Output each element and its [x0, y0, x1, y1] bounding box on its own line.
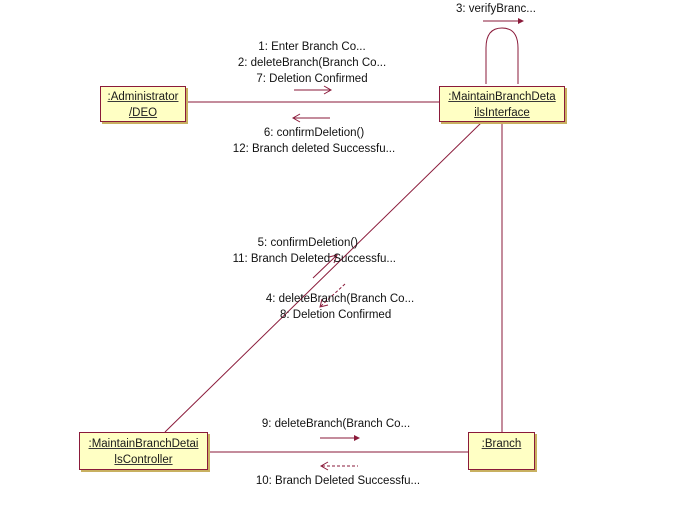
message-11: 11: Branch Deleted Successfu... — [232, 253, 396, 265]
message-9: 9: deleteBranch(Branch Co... — [261, 418, 411, 430]
message-8: 8: Deletion Confirmed — [280, 309, 392, 321]
message-12: 12: Branch deleted Successfu... — [232, 143, 396, 155]
arrow-interface-to-admin — [291, 113, 330, 123]
interface-name-line1: :MaintainBranchDeta — [448, 91, 556, 103]
branch-object[interactable]: :Branch — [468, 432, 535, 470]
message-5: 5: confirmDeletion() — [257, 237, 358, 249]
controller-name-line1: :MaintainBranchDetai — [88, 438, 199, 450]
message-6: 6: confirmDeletion() — [263, 127, 365, 139]
message-verify-branch: 3: verifyBranc... — [456, 3, 536, 15]
controller-name-line2: lsController — [114, 454, 173, 466]
administrator-name-line2: /DEO — [128, 107, 158, 119]
messages-admin-to-interface: 1: Enter Branch Co... 2: deleteBranch(Br… — [214, 41, 410, 86]
message-2: 2: deleteBranch(Branch Co... — [237, 57, 387, 69]
arrow-controller-to-branch — [320, 435, 360, 441]
arrow-verify-branch — [483, 18, 524, 24]
arrow-branch-to-controller — [319, 461, 358, 471]
maintain-branch-details-controller-object[interactable]: :MaintainBranchDetai lsController — [79, 432, 208, 470]
self-loop-link — [485, 27, 519, 84]
interface-name-line2: ilsInterface — [474, 107, 530, 119]
link-interface-controller — [164, 121, 483, 433]
messages-interface-to-controller: 4: deleteBranch(Branch Co... 8: Deletion… — [250, 293, 430, 322]
message-4: 4: deleteBranch(Branch Co... — [265, 293, 415, 305]
maintain-branch-details-interface-object[interactable]: :MaintainBranchDeta ilsInterface — [439, 86, 565, 122]
branch-name: :Branch — [481, 438, 522, 450]
messages-interface-to-admin: 6: confirmDeletion() 12: Branch deleted … — [212, 127, 416, 156]
administrator-name-line1: :Administrator — [107, 91, 179, 103]
arrow-interface-to-controller — [319, 283, 346, 308]
administrator-object[interactable]: :Administrator /DEO — [100, 86, 186, 122]
arrow-admin-to-interface — [294, 85, 333, 95]
message-7: 7: Deletion Confirmed — [256, 73, 368, 85]
message-10: 10: Branch Deleted Successfu... — [255, 475, 421, 487]
message-1: 1: Enter Branch Co... — [258, 41, 366, 53]
messages-controller-to-interface: 5: confirmDeletion() 11: Branch Deleted … — [190, 237, 396, 266]
arrow-controller-to-interface — [312, 254, 338, 279]
